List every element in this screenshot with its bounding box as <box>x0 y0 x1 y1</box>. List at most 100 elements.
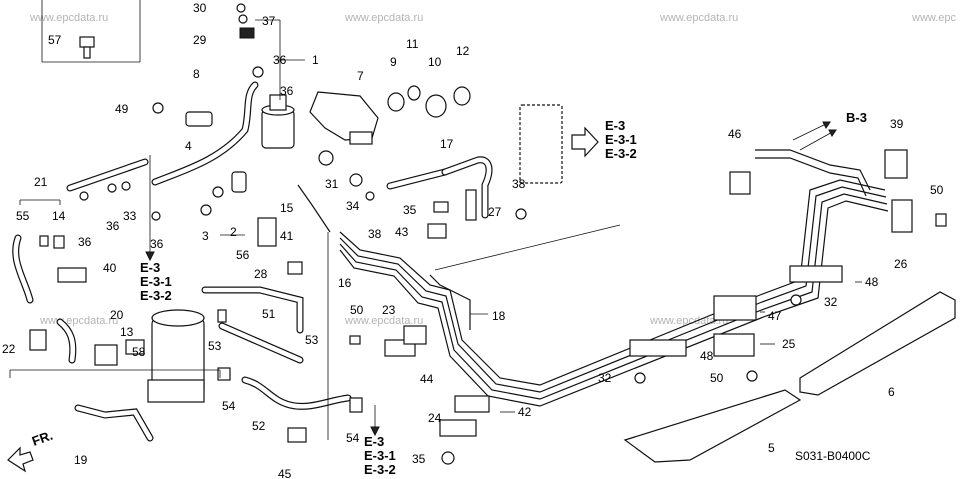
grommets <box>387 85 471 118</box>
ref-left-2: E-3-1 <box>140 274 172 289</box>
ref-left-1: E-3 <box>140 260 160 275</box>
filter-bracket <box>309 91 379 187</box>
label-31: 31 <box>325 177 339 191</box>
label-14: 14 <box>52 209 66 223</box>
reference-labels: E-3 E-3-1 E-3-2 E-3 E-3-1 E-3-2 E-3 E-3-… <box>30 110 871 477</box>
label-53a: 53 <box>305 333 319 347</box>
splash-guards <box>623 291 956 463</box>
label-47: 47 <box>768 309 782 323</box>
watermark-6: www.epcdata.ru <box>344 315 423 327</box>
ref-left-3: E-3-2 <box>140 288 172 303</box>
label-32a: 32 <box>824 295 838 309</box>
small-parts <box>29 102 947 465</box>
label-21: 21 <box>34 175 48 189</box>
label-50b: 50 <box>930 183 944 197</box>
label-10: 10 <box>428 55 442 69</box>
label-16: 16 <box>338 276 352 290</box>
front-direction-label: FR. <box>30 428 55 449</box>
bolt-57 <box>79 36 95 59</box>
label-34: 34 <box>346 199 360 213</box>
leader-lines <box>9 19 862 440</box>
label-39: 39 <box>890 117 904 131</box>
label-50c: 50 <box>710 371 724 385</box>
label-26: 26 <box>894 257 908 271</box>
label-40: 40 <box>103 261 117 275</box>
ref-center-3: E-3-2 <box>605 146 637 161</box>
label-58: 58 <box>132 345 146 359</box>
label-53b: 53 <box>208 339 222 353</box>
label-22: 22 <box>2 342 16 356</box>
label-44: 44 <box>420 372 434 386</box>
watermark-1: www.epcdata.ru <box>29 12 108 24</box>
ref-center-2: E-3-1 <box>605 132 637 147</box>
hoses <box>12 81 493 442</box>
label-43: 43 <box>395 225 409 239</box>
label-6: 6 <box>888 385 895 399</box>
arrows <box>7 104 837 473</box>
watermark-4: www.epc <box>911 12 957 24</box>
label-42: 42 <box>518 405 532 419</box>
charcoal-canister <box>147 309 205 403</box>
label-55: 55 <box>16 209 30 223</box>
label-35b: 35 <box>412 452 426 466</box>
watermark-5: www.epcdata.ru <box>39 315 118 327</box>
ref-top-right: B-3 <box>846 110 867 125</box>
fuel-filter <box>236 3 295 149</box>
label-49: 49 <box>115 102 129 116</box>
parts <box>7 3 956 473</box>
label-50a: 50 <box>350 303 364 317</box>
label-20: 20 <box>110 308 124 322</box>
label-33: 33 <box>123 209 137 223</box>
label-32b: 32 <box>598 371 612 385</box>
diagram-code: S031-B0400C <box>795 449 871 463</box>
label-3: 3 <box>202 229 209 243</box>
label-36d: 36 <box>78 235 92 249</box>
label-41: 41 <box>280 229 294 243</box>
label-37: 37 <box>262 14 276 28</box>
label-36b: 36 <box>280 84 294 98</box>
label-46: 46 <box>728 127 742 141</box>
label-48b: 48 <box>700 349 714 363</box>
label-4: 4 <box>185 139 192 153</box>
watermark-2: www.epcdata.ru <box>344 12 423 24</box>
label-1: 1 <box>312 53 319 67</box>
part-labels: 30 37 29 57 36 1 8 36 7 11 12 9 10 49 4 … <box>2 1 944 479</box>
inset-57 <box>41 0 141 63</box>
label-9: 9 <box>390 55 397 69</box>
label-45: 45 <box>278 467 292 479</box>
label-24: 24 <box>428 411 442 425</box>
watermarks: www.epcdata.ru www.epcdata.ru www.epcdat… <box>29 12 957 327</box>
ref-bottom-2: E-3-1 <box>364 448 396 463</box>
ref-bottom-1: E-3 <box>364 434 384 449</box>
label-30: 30 <box>193 1 207 15</box>
label-54a: 54 <box>222 399 236 413</box>
label-27: 27 <box>488 205 502 219</box>
label-18: 18 <box>492 309 506 323</box>
label-12: 12 <box>456 44 470 58</box>
label-48a: 48 <box>865 275 879 289</box>
label-51: 51 <box>262 307 276 321</box>
label-23: 23 <box>382 303 396 317</box>
label-52: 52 <box>252 419 266 433</box>
label-29: 29 <box>193 33 207 47</box>
label-19: 19 <box>74 453 88 467</box>
label-13: 13 <box>120 325 134 339</box>
label-38b: 38 <box>368 227 382 241</box>
label-7: 7 <box>357 69 364 83</box>
label-2: 2 <box>230 225 237 239</box>
ref-bottom-3: E-3-2 <box>364 462 396 477</box>
ref-center-1: E-3 <box>605 118 625 133</box>
label-28: 28 <box>254 267 268 281</box>
label-38a: 38 <box>512 177 526 191</box>
label-36a: 36 <box>273 53 287 67</box>
label-25: 25 <box>782 337 796 351</box>
label-15: 15 <box>280 201 294 215</box>
watermark-3: www.epcdata.ru <box>659 12 738 24</box>
label-36e: 36 <box>150 237 164 251</box>
label-11: 11 <box>406 37 419 51</box>
label-8: 8 <box>193 67 200 81</box>
label-35a: 35 <box>403 203 417 217</box>
label-17: 17 <box>440 137 454 151</box>
label-36c: 36 <box>106 219 120 233</box>
